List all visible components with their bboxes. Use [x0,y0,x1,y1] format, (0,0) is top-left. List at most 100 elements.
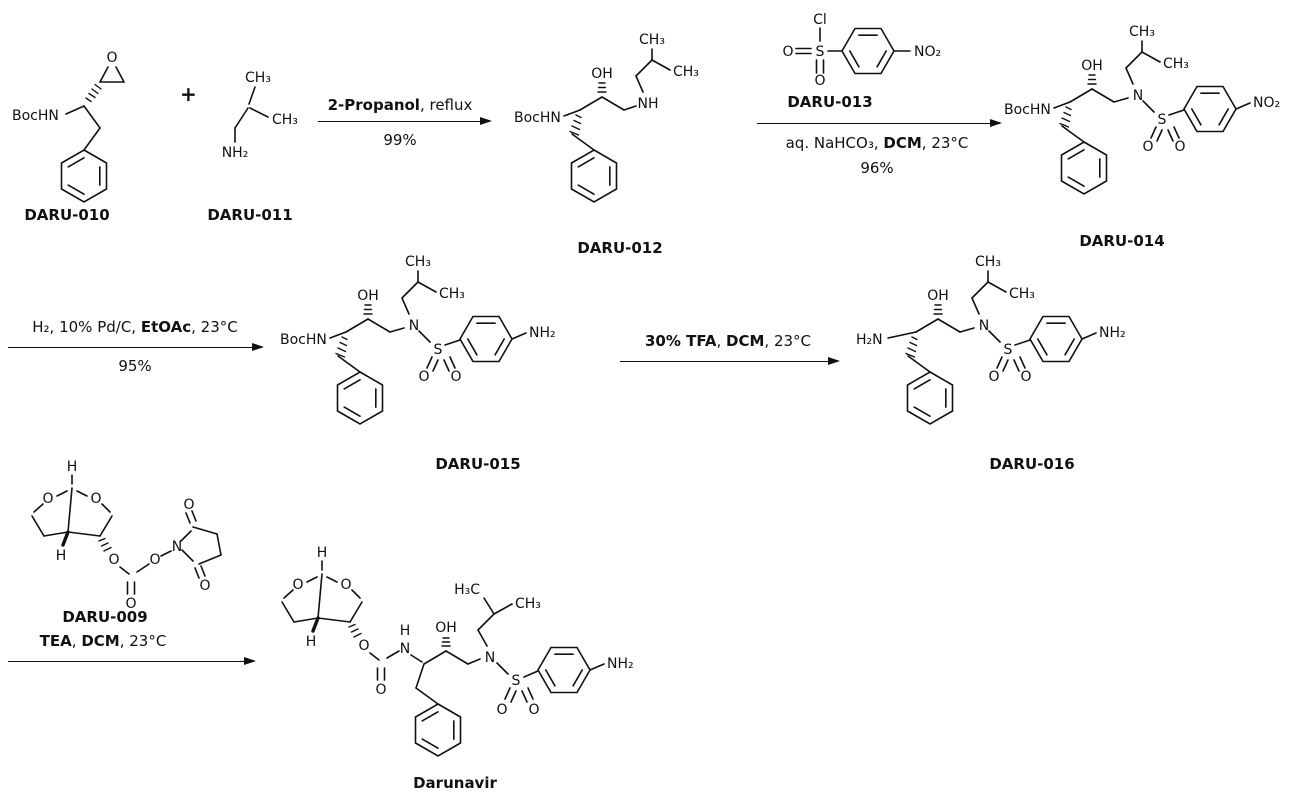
benzene-ring [841,27,895,75]
structure-daru-009: H O O H O O O N O O [31,459,222,612]
skeleton-bonds [234,86,269,143]
atom-label-nh2: NH₂ [529,325,556,341]
atom-label-no2: NO₂ [914,44,941,60]
stereo-hash-oh [363,304,373,315]
atom-label-n: N [172,539,182,555]
atom-label-nh: NH [638,96,659,112]
atom-label-oh: OH [1081,58,1103,74]
reagent-text: aq. NaHCO₃, [785,134,884,152]
compound-label-daru-010: DARU-010 [24,206,110,224]
atom-label-o-left: O [418,369,429,385]
yield-step1: 99% [383,131,417,149]
compound-label-daru-012: DARU-012 [577,239,663,257]
atom-label-h-fusion: H [56,548,67,564]
reaction-arrow-step3 [8,342,264,351]
atom-label-ch3-top: CH₃ [1129,24,1155,40]
atom-label-s: S [434,342,443,358]
atom-label-o-ester: O [358,638,369,654]
stereo-hash-ester [98,537,112,552]
stereo-hash-benzyl [1059,106,1072,128]
atom-label-nh2: NH₂ [607,656,634,672]
stereo-hash-oh [441,637,451,647]
yield-step2: 96% [860,159,894,177]
skeleton-bonds [65,66,125,151]
atom-label-s: S [1004,342,1013,358]
atom-label-ch3-top: CH₃ [245,70,271,86]
stereo-hash-epoxide [85,83,102,103]
stereo-hash-oh [1087,74,1097,85]
skeleton-bonds [31,474,222,595]
atom-label-o-ester: O [108,552,119,568]
skeleton-bonds [1053,40,1251,143]
reagent-text: DCM [883,134,922,152]
benzene-ring [414,703,462,757]
benzene-ring [459,315,513,363]
reagent-text: 30% TFA [644,332,717,350]
atom-label-o-ring-right: O [340,577,351,593]
compound-label-darunavir: Darunavir [413,774,497,792]
atom-label-n: N [1133,88,1143,104]
benzene-ring [1183,85,1237,133]
skeleton-bonds [329,270,527,373]
skeleton-bonds [795,27,911,74]
compound-label-daru-014: DARU-014 [1079,232,1165,250]
atom-label-bochn: BocHN [1004,102,1051,118]
stereo-hash-benzyl [569,114,582,136]
atom-label-s: S [1158,112,1167,128]
reaction-conditions-step2: aq. NaHCO₃, DCM, 23°C [752,134,1002,152]
structure-daru-011: CH₃ CH₃ NH₂ [222,70,298,161]
reagent-text: DCM [726,332,765,350]
reagent-text: EtOAc [140,318,192,336]
stereo-hash-oh [597,82,607,93]
reagent-text: , 23°C [119,632,167,650]
atom-label-o-ring-left: O [42,491,53,507]
structure-daru-013: Cl O S O NO₂ [782,12,941,89]
structure-daru-014: BocHN OH N CH₃ CH₃ S O O NO₂ [1004,24,1280,195]
atom-label-oh: OH [927,288,949,304]
atom-label-s: S [816,44,825,60]
atom-label-o-epoxide: O [106,50,117,66]
atom-label-ch3: CH₃ [515,596,541,612]
atom-label-o-left: O [988,369,999,385]
reaction-arrow-step2 [757,118,1002,127]
reagent-text: , 23°C [191,318,238,336]
reagent-text: TEA [39,632,72,650]
atom-label-h-fusion: H [306,634,317,650]
compound-label-daru-015: DARU-015 [435,455,521,473]
benzene-ring [1029,315,1083,363]
atom-label-ch3-top: CH₃ [405,254,431,270]
structure-daru-016: H₂N OH N CH₃ CH₃ S O O NH₂ [856,254,1126,425]
atom-label-no2: NO₂ [1253,95,1280,111]
structure-daru-012: BocHN OH NH CH₃ CH₃ [514,32,699,203]
atom-label-cl: Cl [813,12,827,28]
atom-label-oh: OH [357,288,379,304]
atom-label-bochn: BocHN [12,108,59,124]
reagent-text: , 23°C [764,332,812,350]
structure-darunavir: H O O H O O H N OH H₃C CH₃ N S O O NH₂ [281,545,634,757]
atom-label-ch3-right: CH₃ [1009,286,1035,302]
stereo-wedge-h [61,530,70,547]
reaction-conditions-step1: 2-Propanol, reflux [305,96,495,114]
atom-label-o-ring-left: O [292,577,303,593]
compound-label-daru-013: DARU-013 [787,93,873,111]
reagent-text: , 23°C [921,134,969,152]
stereo-hash-benzyl [905,336,918,358]
benzene-ring [60,149,108,203]
benzene-ring [537,646,591,694]
benzene-ring [336,371,384,425]
atom-label-ch3-right: CH₃ [1163,56,1189,72]
atom-label-h2n: H₂N [856,332,883,348]
reagent-text: , reflux [419,96,473,114]
atom-label-o-right: O [1174,139,1185,155]
compound-label-daru-009: DARU-009 [62,608,148,626]
yield-step3: 95% [118,357,152,375]
atom-label-n: N [409,318,419,334]
atom-label-oh: OH [591,66,613,82]
atom-label-n: N [979,318,989,334]
reagent-text: H₂, 10% Pd/C, [32,318,141,336]
atom-label-ch3-right: CH₃ [272,112,298,128]
atom-label-ch3-top: CH₃ [975,254,1001,270]
benzene-ring [1060,141,1108,195]
skeleton-bonds [563,48,671,151]
